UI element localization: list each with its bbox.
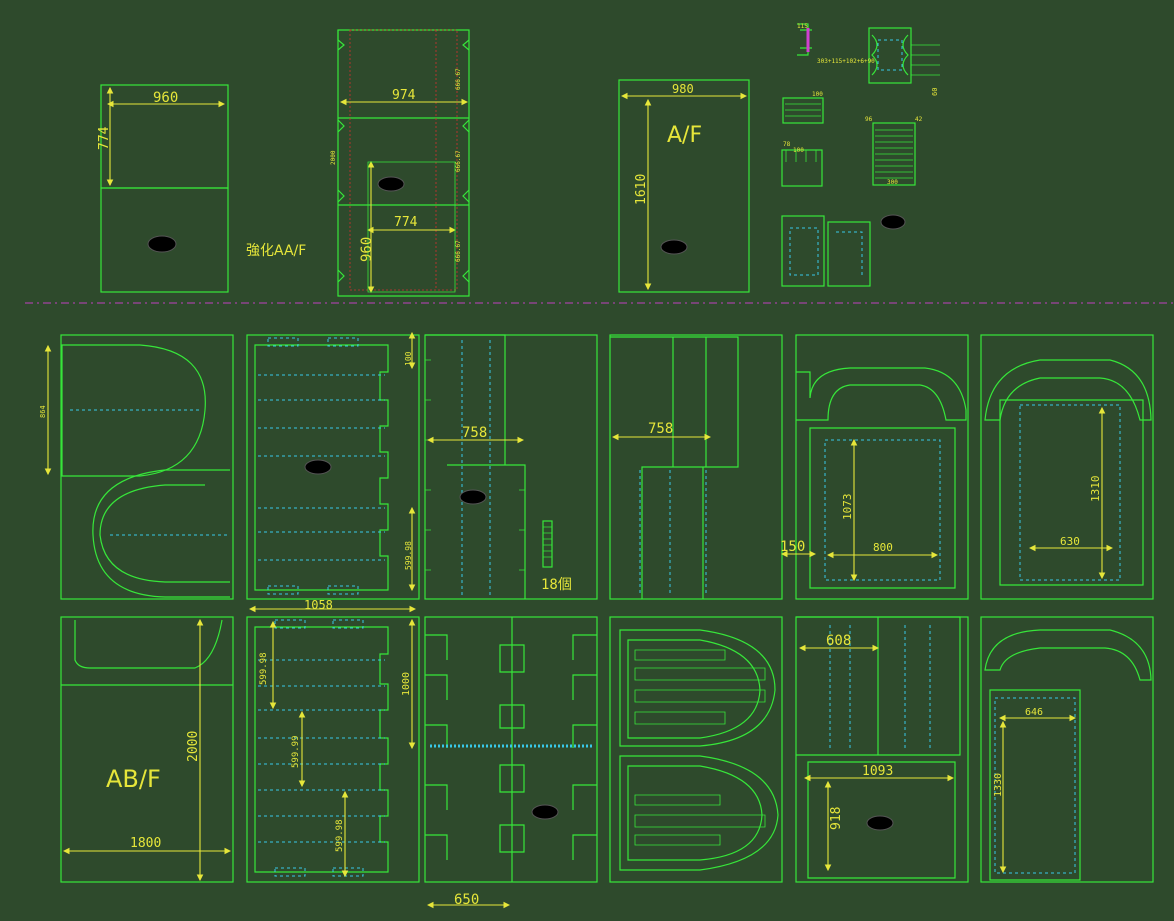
part-974-panel bbox=[337, 29, 470, 297]
redaction-mark bbox=[531, 804, 559, 820]
dim-630: 630 bbox=[1060, 535, 1080, 548]
part-af bbox=[618, 79, 750, 293]
dim-1610: 1610 bbox=[634, 174, 649, 205]
redaction-mark bbox=[866, 815, 894, 831]
dim-599-99: 599.99 bbox=[291, 735, 301, 768]
panel-r3-4 bbox=[609, 616, 783, 883]
dim-960-mid: 960 bbox=[359, 237, 375, 262]
redaction-mark bbox=[304, 459, 332, 475]
dim-918: 918 bbox=[829, 807, 844, 830]
dim-1800: 1800 bbox=[130, 836, 161, 851]
panel-r3-3 bbox=[424, 616, 598, 909]
dim-1000: 1000 bbox=[401, 672, 412, 696]
dim-2000-ab: 2000 bbox=[186, 731, 201, 762]
dim-1310: 1310 bbox=[1089, 476, 1102, 503]
sm-100b: 100 bbox=[793, 147, 804, 154]
dim-599-98-b: 599.98 bbox=[335, 819, 345, 852]
dim-666-3: 666.67 bbox=[455, 240, 462, 262]
redaction-mark bbox=[147, 235, 177, 253]
dim-100: 100 bbox=[404, 351, 413, 366]
dim-774-top: 774 bbox=[97, 126, 112, 150]
dim-2000-small: 2000 bbox=[330, 150, 337, 165]
panel-r3-6 bbox=[980, 616, 1154, 883]
label-18-pieces: 18個 bbox=[541, 577, 572, 593]
dim-800: 800 bbox=[873, 541, 893, 554]
label-af: A/F bbox=[667, 123, 702, 148]
sm-42: 42 bbox=[915, 116, 923, 123]
sm-60: 60 bbox=[931, 88, 939, 96]
sm-78: 78 bbox=[783, 141, 791, 148]
panel-ab bbox=[60, 616, 234, 883]
dim-666-1: 666.67 bbox=[455, 68, 462, 90]
part-aa-reinforced bbox=[100, 84, 229, 293]
dim-1330: 1330 bbox=[993, 773, 1004, 797]
dim-960-top: 960 bbox=[153, 90, 178, 106]
panel-r2-5 bbox=[780, 334, 969, 600]
sm-96: 96 bbox=[865, 116, 873, 123]
dim-646: 646 bbox=[1025, 707, 1043, 718]
panel-r2-3 bbox=[424, 334, 598, 600]
redaction-mark bbox=[660, 239, 688, 255]
dim-608: 608 bbox=[826, 633, 851, 649]
panel-r2-4 bbox=[609, 334, 783, 600]
redaction-mark bbox=[377, 176, 405, 192]
label-abf: AB/F bbox=[106, 765, 161, 793]
sm-303: 303+115+102+6+90 bbox=[817, 58, 875, 65]
panel-r3-2 bbox=[246, 616, 420, 883]
panel-r3-5 bbox=[795, 616, 969, 883]
redaction-mark bbox=[459, 489, 487, 505]
label-reinforced-aaf: 強化AA/F bbox=[246, 243, 306, 259]
redaction-mark bbox=[880, 214, 906, 230]
dim-774-mid: 774 bbox=[394, 215, 418, 230]
dim-666-2: 666.67 bbox=[455, 150, 462, 172]
dim-1073: 1073 bbox=[841, 494, 854, 521]
dim-599-98-a: 599.98 bbox=[259, 652, 269, 685]
dim-650: 650 bbox=[454, 892, 479, 908]
sm-300: 300 bbox=[887, 179, 898, 186]
dim-758-a: 758 bbox=[462, 425, 487, 441]
dim-599-98-top: 599.98 bbox=[404, 541, 413, 570]
dim-980: 980 bbox=[672, 82, 694, 96]
dim-974: 974 bbox=[392, 88, 416, 103]
panel-r2-6 bbox=[980, 334, 1154, 600]
dim-1093: 1093 bbox=[862, 764, 893, 779]
dim-1058: 1058 bbox=[304, 598, 333, 612]
dim-864: 864 bbox=[39, 405, 47, 418]
panel-r2-1 bbox=[44, 334, 234, 600]
dim-758-b: 758 bbox=[648, 421, 673, 437]
detail-parts bbox=[781, 23, 940, 287]
sm-100a: 100 bbox=[812, 91, 823, 98]
panel-r2-2 bbox=[246, 331, 420, 613]
dim-150: 150 bbox=[780, 539, 805, 555]
sm-115: 115 bbox=[797, 23, 808, 30]
